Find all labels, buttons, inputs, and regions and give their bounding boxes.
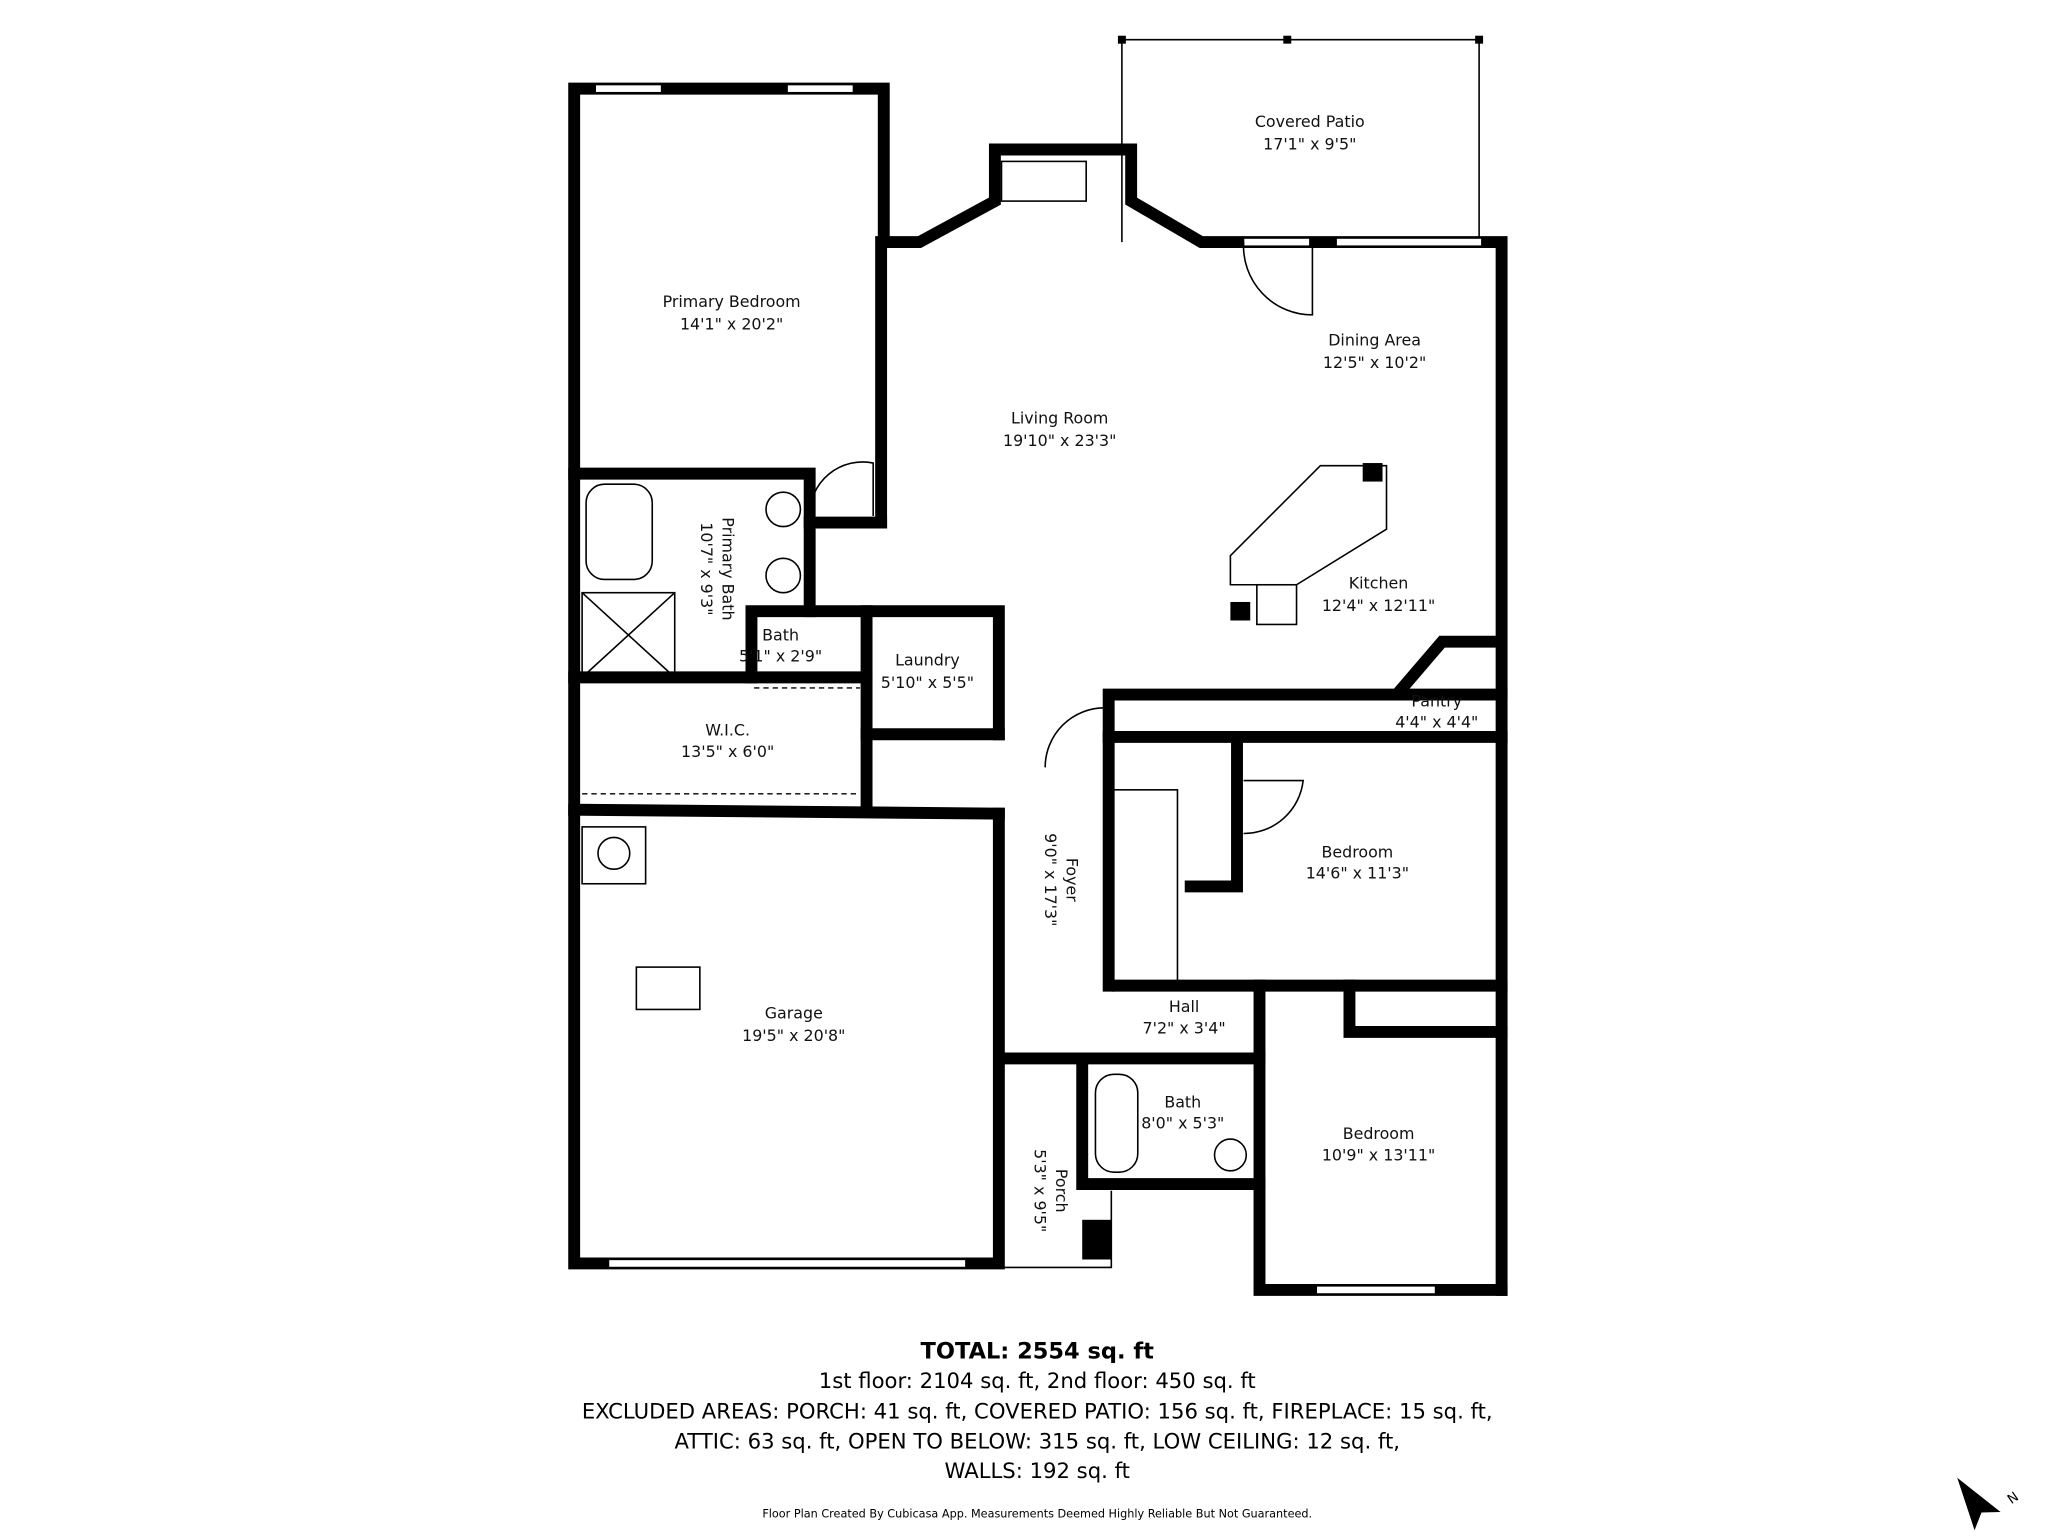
room-name-wic: W.I.C.	[705, 721, 750, 740]
north-arrow-icon: N	[1957, 1477, 2022, 1531]
room-size: 10'9" x 13'11"	[1322, 1145, 1435, 1164]
room-name-garage: Garage	[765, 1004, 823, 1023]
excluded-areas-line: WALLS: 192 sq. ft	[944, 1458, 1129, 1483]
room-size: 5'10" x 5'5"	[881, 673, 974, 692]
room-name-bath: Bath	[762, 625, 799, 644]
room-size: 14'1" x 20'2"	[680, 314, 783, 333]
room-size: 5'1" x 2'9"	[739, 646, 822, 665]
area-summary: TOTAL: 2554 sq. ft 1st floor: 2104 sq. f…	[582, 1339, 1493, 1521]
room-size: 19'5" x 20'8"	[742, 1026, 845, 1045]
room-size: 19'10" x 23'3"	[1003, 431, 1116, 450]
total-area: TOTAL: 2554 sq. ft	[921, 1339, 1155, 1365]
room-size: 14'6" x 11'3"	[1306, 863, 1409, 882]
room-name-primary-bedroom: Primary Bedroom	[663, 292, 801, 311]
room-size: 17'1" x 9'5"	[1263, 134, 1356, 153]
room-size: 5'3" x 9'5"	[1031, 1149, 1050, 1232]
fixtures	[581, 84, 1483, 1295]
disclaimer: Floor Plan Created By Cubicasa App. Meas…	[762, 1507, 1312, 1520]
room-size: 12'5" x 10'2"	[1323, 353, 1426, 372]
covered-patio-outline	[1117, 35, 1484, 243]
room-size: 4'4" x 4'4"	[1395, 713, 1478, 732]
room-name-kitchen: Kitchen	[1349, 574, 1409, 593]
room-name-pantry: Pantry	[1411, 691, 1462, 710]
room-name-hall: Hall	[1169, 997, 1199, 1016]
floor-areas: 1st floor: 2104 sq. ft, 2nd floor: 450 s…	[819, 1368, 1256, 1393]
room-name-living-room: Living Room	[1011, 408, 1108, 427]
compass-label: N	[2005, 1490, 2022, 1508]
room-name-porch: Porch	[1052, 1169, 1071, 1213]
room-name-bath: Bath	[1164, 1092, 1201, 1111]
room-size: 9'0" x 17'3"	[1041, 833, 1060, 926]
room-size: 7'2" x 3'4"	[1143, 1018, 1226, 1037]
room-name-laundry: Laundry	[895, 650, 960, 669]
room-size: 8'0" x 5'3"	[1141, 1114, 1224, 1133]
room-labels: Covered Patio 17'1" x 9'5" Primary Bedro…	[663, 112, 1479, 1232]
room-name-bedroom: Bedroom	[1322, 842, 1394, 861]
excluded-areas-line: EXCLUDED AREAS: PORCH: 41 sq. ft, COVERE…	[582, 1398, 1493, 1423]
room-name-dining-area: Dining Area	[1328, 330, 1421, 349]
room-name-bedroom: Bedroom	[1343, 1124, 1415, 1143]
room-size: 12'4" x 12'11"	[1322, 596, 1435, 615]
excluded-areas-line: ATTIC: 63 sq. ft, OPEN TO BELOW: 315 sq.…	[674, 1429, 1400, 1454]
room-size: 10'7" x 9'3"	[697, 522, 716, 615]
room-name-covered-patio: Covered Patio	[1255, 112, 1365, 131]
walls	[568, 82, 1508, 1296]
room-size: 13'5" x 6'0"	[681, 742, 774, 761]
room-name-foyer: Foyer	[1062, 858, 1081, 902]
room-name-primary-bath: Primary Bath	[718, 517, 737, 620]
